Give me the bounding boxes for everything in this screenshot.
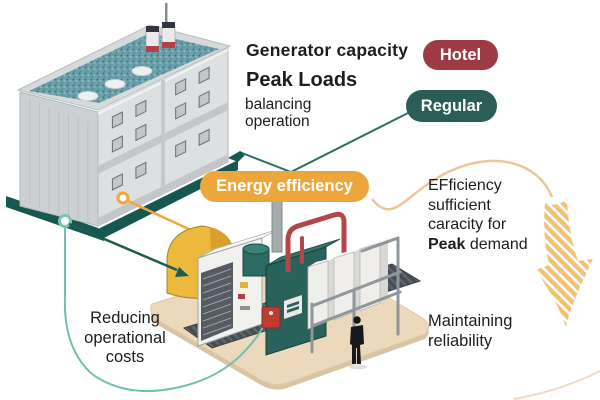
headline-title: Generator capacity	[246, 40, 409, 60]
efficiency-note-line: EFficiency	[428, 177, 502, 194]
supply-arrow-line	[68, 222, 189, 277]
energy-efficiency-badge: Energy efficiency	[200, 171, 369, 202]
green-roof	[29, 33, 219, 103]
hotel-building	[16, 3, 232, 227]
peak-demand-arrow	[536, 199, 593, 327]
efficiency-note-line: caracity for	[428, 216, 507, 233]
headline-subtitle: Peak Loads	[246, 69, 358, 91]
roof-chimneys	[145, 22, 176, 52]
efficiency-note: EFficiency sufficient caracity for Peak …	[428, 176, 528, 254]
efficiency-flow-curve	[371, 159, 554, 211]
generator-unit	[166, 195, 402, 370]
building-front-wall	[97, 47, 229, 227]
roof-vents	[77, 66, 153, 101]
demand-word: demand	[465, 235, 528, 253]
emergency-stop-box	[261, 306, 281, 329]
coolant-pipes	[285, 211, 347, 273]
filter-units	[307, 239, 388, 330]
reducing-note-line: Reducing	[90, 309, 160, 327]
building-left-wall	[19, 91, 99, 227]
antenna-mast	[165, 3, 168, 33]
air-intake-cylinder	[242, 243, 270, 277]
hotel-badge: Hotel	[423, 40, 498, 70]
regular-badge: Regular	[406, 90, 497, 122]
headline-description-line: balancing	[245, 96, 312, 113]
peak-word: Peak	[428, 235, 466, 253]
corner-flourish-curve	[513, 370, 600, 400]
maintaining-note: Maintaining reliability	[428, 311, 512, 351]
efficiency-note-line: sufficient	[428, 196, 491, 214]
person-figure	[349, 316, 367, 370]
exhaust-stack	[271, 195, 283, 253]
cost-connector-node	[58, 214, 72, 228]
building-windows	[111, 66, 210, 191]
headline-description-line: operation	[245, 113, 310, 130]
reducing-note: Reducing operational costs	[57, 309, 193, 368]
cost-loop-curve	[63, 227, 266, 393]
reducing-note-line: operational	[84, 328, 166, 347]
reducing-note-line: costs	[105, 348, 145, 366]
efficiency-note-line: Peak demand	[428, 235, 528, 255]
maintaining-note-line: Maintaining	[428, 312, 513, 330]
maintaining-note-line: reliability	[428, 332, 493, 350]
energy-connector-node	[116, 191, 130, 205]
headline-description: balancing operation	[245, 96, 311, 130]
